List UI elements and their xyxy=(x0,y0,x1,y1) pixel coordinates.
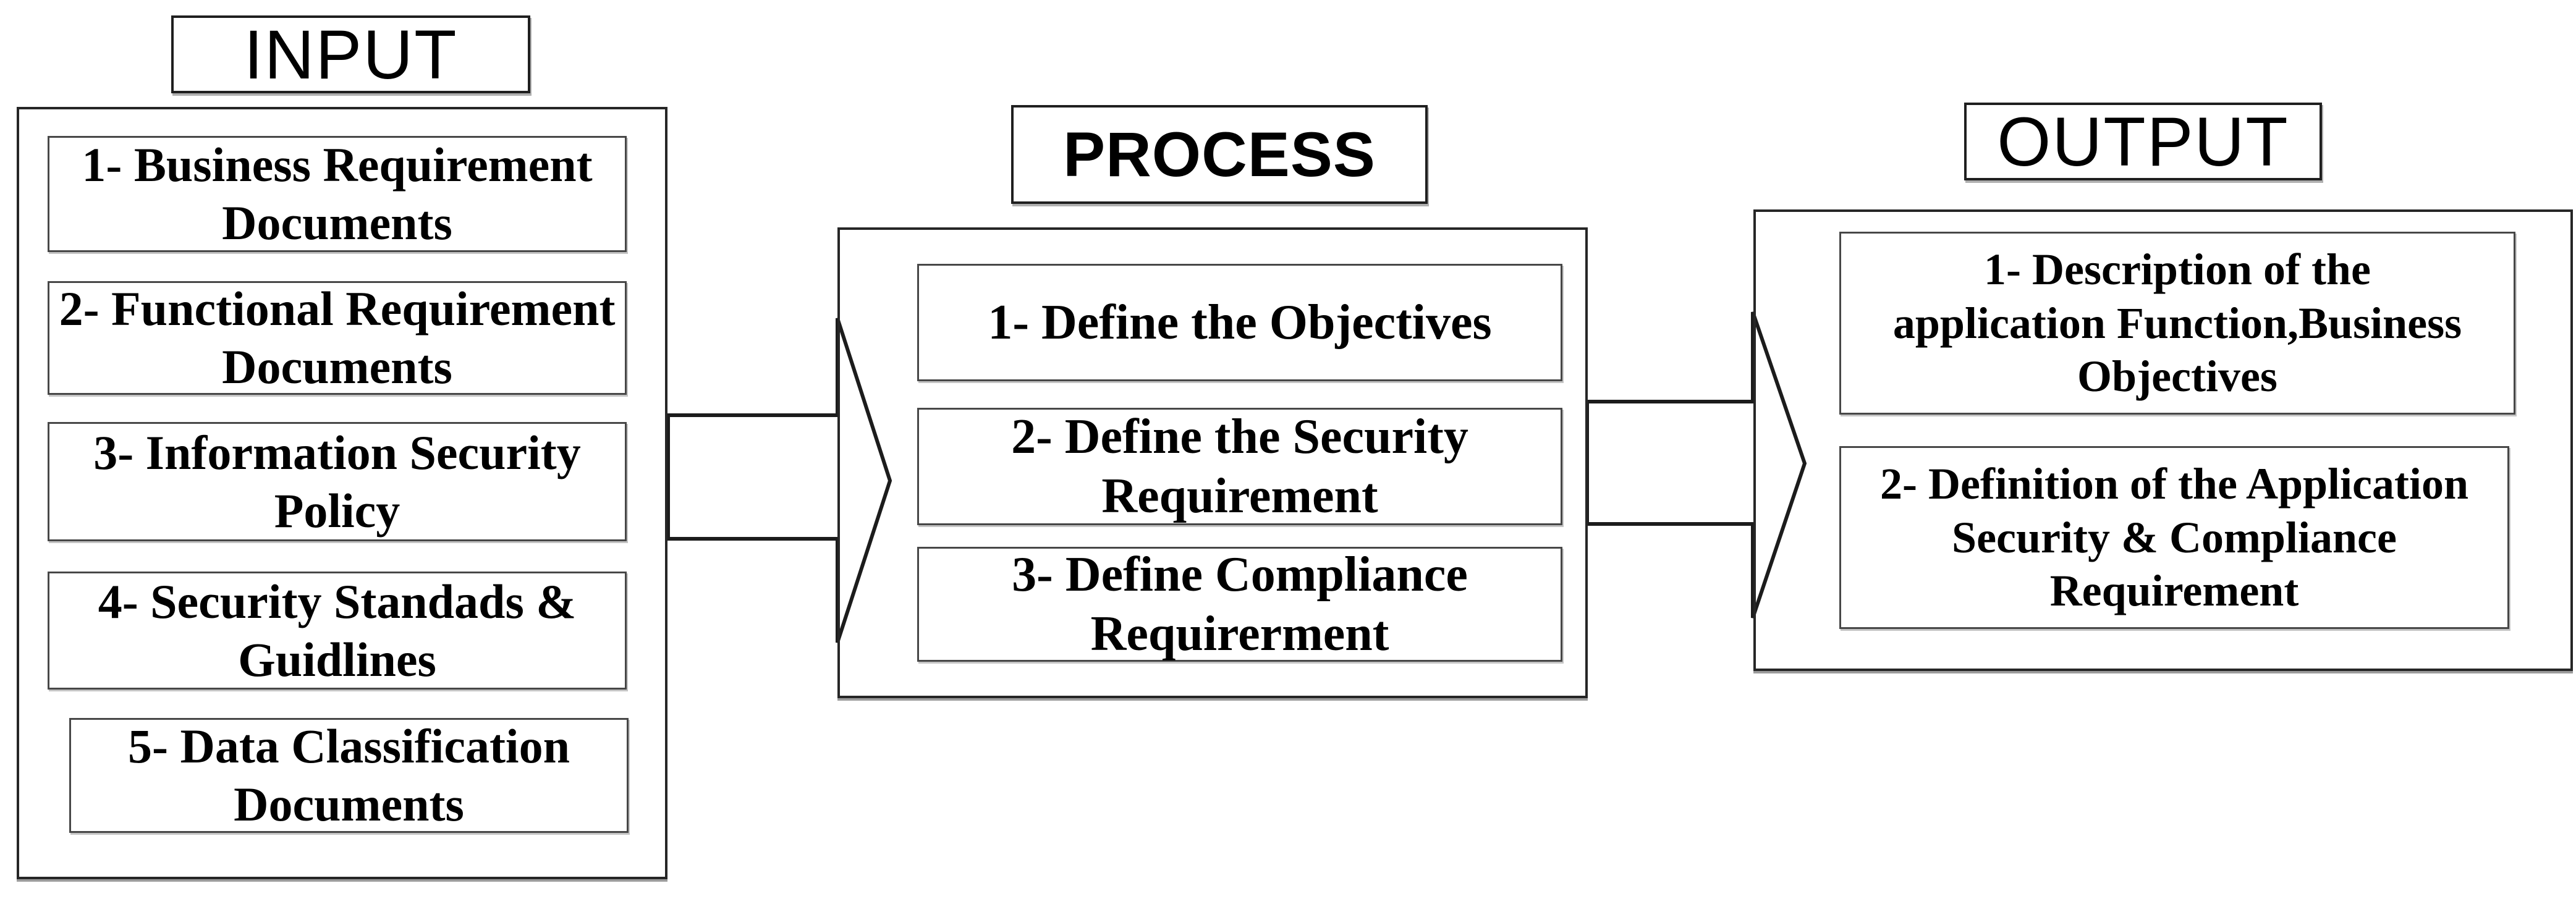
output-item-1: 1- Description of the application Functi… xyxy=(1839,232,2515,415)
output-title-label: OUTPUT xyxy=(1997,103,2289,180)
process-title-label: PROCESS xyxy=(1063,119,1376,190)
input-title-box: INPUT xyxy=(171,15,530,93)
process-title-box: PROCESS xyxy=(1011,105,1428,204)
input-title-label: INPUT xyxy=(244,15,458,93)
input-item-1: 1- Business Requirement Documents xyxy=(48,136,627,252)
input-item-3: 3- Information Security Policy xyxy=(48,422,627,541)
input-item-4: 4- Security Standads & Guidlines xyxy=(48,572,627,690)
output-item-2: 2- Definition of the Application Securit… xyxy=(1839,446,2509,629)
output-title-box: OUTPUT xyxy=(1964,103,2322,180)
input-item-5: 5- Data Classification Documents xyxy=(69,718,629,833)
process-item-1: 1- Define the Objectives xyxy=(917,264,1562,381)
output-container xyxy=(1753,209,2573,671)
process-container xyxy=(837,227,1588,698)
process-item-3: 3- Define Compliance Requirerment xyxy=(917,547,1562,662)
input-item-2: 2- Functional Requirement Documents xyxy=(48,281,627,395)
input-container xyxy=(17,107,667,879)
process-item-2: 2- Define the Security Requirement xyxy=(917,408,1562,525)
